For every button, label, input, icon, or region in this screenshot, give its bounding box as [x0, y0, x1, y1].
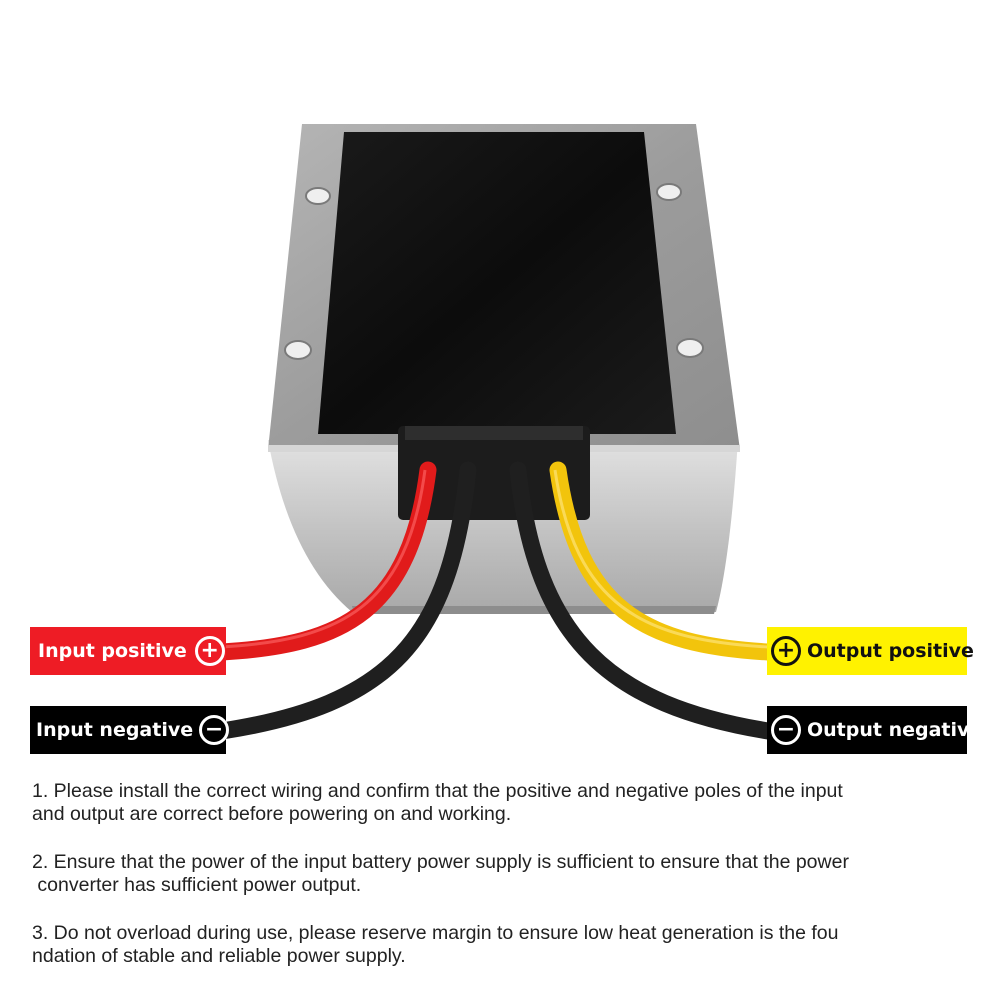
mounting-hole — [305, 187, 331, 205]
minus-icon: − — [771, 715, 801, 745]
plus-icon: + — [771, 636, 801, 666]
housing-front-face — [268, 440, 738, 612]
note-line: ndation of stable and reliable power sup… — [32, 945, 406, 967]
output-positive-text: Output positive — [807, 640, 974, 662]
mounting-hole — [656, 183, 682, 201]
input-negative-label: Input negative − — [30, 706, 230, 754]
housing-bottom-edge — [352, 606, 716, 614]
note-item: 1. Please install the correct wiring and… — [32, 780, 972, 826]
black-wire-output-negative — [509, 461, 777, 740]
note-line: 2. Ensure that the power of the input ba… — [32, 851, 849, 873]
instruction-notes: 1. Please install the correct wiring and… — [32, 780, 972, 993]
converter-wiring-diagram — [213, 124, 777, 740]
input-negative-text: Input negative — [36, 719, 194, 741]
note-line: and output are correct before powering o… — [32, 803, 512, 825]
note-line: 1. Please install the correct wiring and… — [32, 780, 843, 802]
note-item: 3. Do not overload during use, please re… — [32, 922, 972, 968]
output-negative-text: Output negative — [807, 719, 983, 741]
minus-icon: − — [199, 715, 230, 745]
housing-top-panel — [318, 132, 676, 434]
cable-gland — [398, 426, 590, 520]
mounting-hole — [676, 338, 704, 358]
note-line: 3. Do not overload during use, please re… — [32, 922, 839, 944]
note-line: converter has sufficient power output. — [32, 874, 362, 896]
yellow-wire-highlight — [553, 469, 769, 649]
black-wire-input-negative — [213, 461, 477, 740]
input-positive-label: Input positive + — [30, 627, 226, 675]
cable-gland-top — [405, 426, 583, 440]
red-wire — [213, 461, 437, 661]
output-positive-label: + Output positive — [767, 627, 974, 675]
output-negative-label: − Output negative — [767, 706, 982, 754]
mounting-hole — [284, 340, 312, 360]
input-positive-text: Input positive — [38, 640, 187, 662]
note-item: 2. Ensure that the power of the input ba… — [32, 851, 972, 897]
yellow-wire — [549, 461, 777, 661]
red-wire-highlight — [221, 469, 427, 649]
plus-icon: + — [194, 636, 225, 666]
